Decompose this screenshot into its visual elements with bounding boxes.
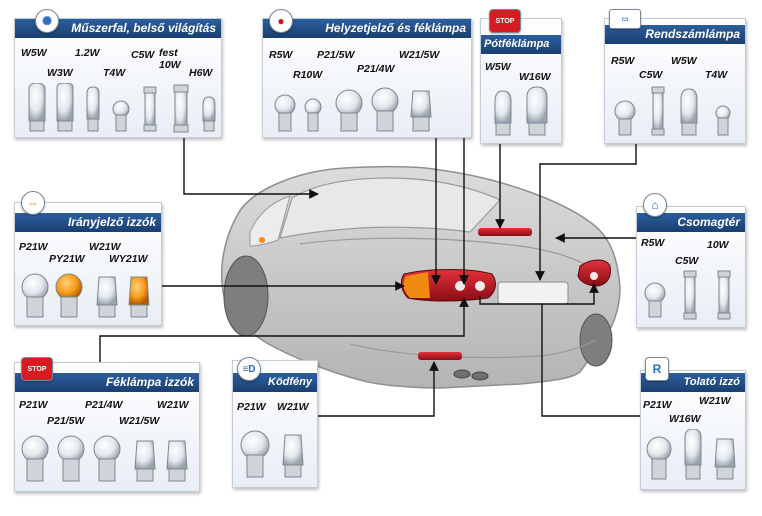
panel-iranyjelzo: Irányjelző izzók ⇔ P21W PY21W W21W WY21W xyxy=(14,191,162,326)
fog-light-icon: ≡D xyxy=(237,357,261,381)
bulb-label: W5W xyxy=(485,61,511,73)
license-plate xyxy=(497,281,569,305)
bulb-label: R5W xyxy=(641,237,665,249)
bulb-image xyxy=(21,435,188,482)
third-brake-light xyxy=(478,228,532,236)
bulb-label: W16W xyxy=(669,413,701,425)
bulb-label: H6W xyxy=(189,67,213,79)
bumper xyxy=(349,339,597,359)
bulb-label: W21W xyxy=(157,399,189,411)
panel-rendszamlampa: Rendszámlámpa ▭ R5W W5W C5W T4W xyxy=(604,9,746,144)
panel-title: Műszerfal, belső világítás xyxy=(15,19,221,38)
bulb-image xyxy=(494,86,548,136)
bulb-image xyxy=(644,270,731,320)
bulb-label: P21/5W xyxy=(317,49,355,61)
bulb-label: fest 10W xyxy=(159,47,181,71)
bulb-label: W21W xyxy=(699,395,731,407)
bulb-image xyxy=(21,273,150,318)
bulb-label: R10W xyxy=(293,69,323,81)
dashboard-light-icon: ✺ xyxy=(35,9,59,33)
bulb-label: P21W xyxy=(237,401,266,413)
reverse-light-dot xyxy=(590,272,598,280)
bulb-image xyxy=(614,86,731,136)
panel-feklampa: Féklámpa izzók STOP P21W P21/5W P21/4W W… xyxy=(14,357,200,492)
exhaust-pipe xyxy=(453,369,471,379)
bulb-label: 1.2W xyxy=(75,47,100,59)
bulb-label: W5W xyxy=(671,55,697,67)
fuel-cap xyxy=(259,237,265,243)
bulb-label: C5W xyxy=(131,49,155,61)
connector-kodfeny xyxy=(318,361,439,417)
bulb-label: P21/5W xyxy=(47,415,85,427)
panel-title: Helyzetjelző és féklámpa xyxy=(263,19,471,38)
bulb-image xyxy=(240,430,304,478)
bulb-label: W16W xyxy=(519,71,551,83)
rear-fog-light xyxy=(418,352,462,360)
bulb-image xyxy=(28,83,216,133)
trunk-lid xyxy=(299,237,593,269)
bulb-label: W21/5W xyxy=(119,415,160,427)
panel-title: Rendszámlámpa xyxy=(605,25,745,44)
connector-tolato-2 xyxy=(542,283,599,305)
panel-potfeklampa: Pótféklámpa STOP W5W W16W xyxy=(480,9,562,144)
panel-kodfeny: Ködfény ≡D P21W W21W xyxy=(232,357,318,488)
bulb-label: 10W xyxy=(707,239,729,251)
bulb-label: W3W xyxy=(47,67,73,79)
panel-title: Csomagtér xyxy=(637,213,745,232)
bulb-label: C5W xyxy=(675,255,699,267)
bulb-label: W21W xyxy=(277,401,309,413)
turn-signal-icon: ⇔ xyxy=(21,191,45,215)
bulb-label: PY21W xyxy=(49,253,85,265)
bulb-label: P21/4W xyxy=(357,63,395,75)
bulb-label: C5W xyxy=(639,69,663,81)
bulb-image xyxy=(274,87,432,132)
stop-sign-icon: STOP xyxy=(21,357,53,381)
panel-title: Tolató izzó xyxy=(641,373,745,392)
connector-rendszam xyxy=(535,142,637,281)
panel-csomagter: Csomagtér ⌂ R5W 10W C5W xyxy=(636,193,746,328)
connector-feklampa xyxy=(99,297,469,362)
side-window xyxy=(249,195,291,247)
panel-tolato: Tolató izzó R P21W W21W W16W xyxy=(640,357,746,490)
connector-muszerfal xyxy=(183,138,319,199)
bulb-label: W5W xyxy=(21,47,47,59)
panel-muszerfal: Műszerfal, belső világítás ✺ W5W W3W 1.2… xyxy=(14,9,222,138)
bulb-label: R5W xyxy=(611,55,635,67)
reverse-light-icon: R xyxy=(645,357,669,381)
bulb-label: R5W xyxy=(269,49,293,61)
exhaust-pipe-2 xyxy=(471,371,489,381)
bulb-image xyxy=(646,429,736,480)
bulb-label: T4W xyxy=(103,67,126,79)
panel-title: Irányjelző izzók xyxy=(15,213,161,232)
bulb-label: W21W xyxy=(89,241,121,253)
rear-wheel xyxy=(223,255,269,337)
stop-sign-icon: STOP xyxy=(489,9,521,33)
bulb-label: P21W xyxy=(19,241,48,253)
bulb-label: T4W xyxy=(705,69,728,81)
position-light-icon: ● xyxy=(269,9,293,33)
position-light-dot-2 xyxy=(475,281,485,291)
car-rear-view xyxy=(220,165,621,389)
bulb-label: P21/4W xyxy=(85,399,123,411)
panel-title: Pótféklámpa xyxy=(481,35,561,54)
trunk-icon: ⌂ xyxy=(643,193,667,217)
turn-signal-segment xyxy=(403,272,430,298)
bulb-label: P21W xyxy=(643,399,672,411)
bulb-label: P21W xyxy=(19,399,48,411)
connector-lines xyxy=(99,138,640,417)
bulb-label: WY21W xyxy=(109,253,148,265)
panel-helyzetjelzo: Helyzetjelző és féklámpa ● R5W R10W P21/… xyxy=(262,9,472,138)
bulb-label: W21/5W xyxy=(399,49,440,61)
panel-title: Féklámpa izzók xyxy=(15,373,199,392)
license-plate-icon: ▭ xyxy=(609,9,641,29)
